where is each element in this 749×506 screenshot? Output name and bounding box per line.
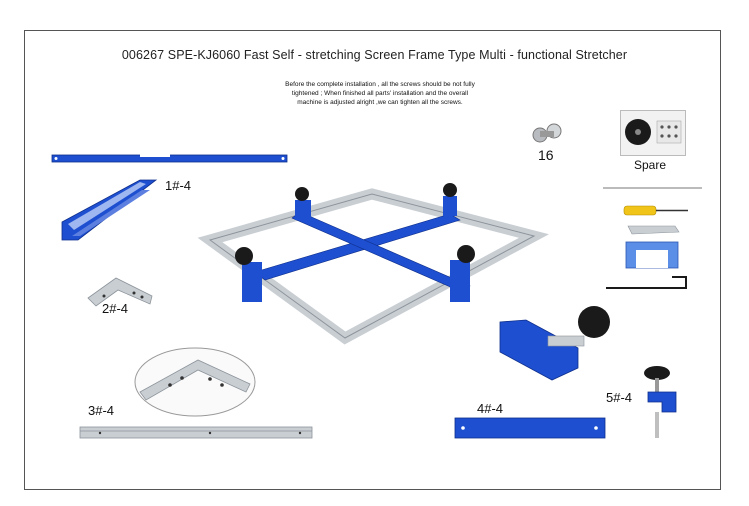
document-frame bbox=[24, 30, 721, 490]
label-part-1: 1#-4 bbox=[165, 178, 192, 193]
label-part-2: 2#-4 bbox=[102, 301, 129, 316]
screws-icon bbox=[532, 123, 562, 143]
note-line-3: machine is adjusted alright ,we can tigh… bbox=[297, 99, 463, 106]
tools-group bbox=[603, 187, 702, 289]
spare-parts-image bbox=[620, 110, 686, 156]
label-screws-count: 16 bbox=[538, 147, 554, 163]
document-title: 006267 SPE-KJ6060 Fast Self - stretching… bbox=[121, 48, 628, 62]
part-1-long-bar bbox=[51, 154, 288, 163]
part-4-clamp-detail bbox=[499, 306, 610, 381]
note-line-1: Before the complete installation , all t… bbox=[285, 81, 475, 88]
label-part-5: 5#-4 bbox=[606, 390, 633, 405]
label-part-4: 4#-4 bbox=[477, 401, 504, 416]
part-3-detail-view bbox=[134, 347, 256, 417]
installation-note: Before the complete installation , all t… bbox=[230, 80, 530, 107]
spare-parts-icon bbox=[625, 119, 682, 145]
part-1-blue-channel bbox=[61, 179, 158, 241]
part-5-clamp bbox=[644, 366, 677, 438]
label-part-3: 3#-4 bbox=[88, 403, 115, 418]
part-4-blue-bar bbox=[454, 417, 606, 439]
assembled-stretcher bbox=[197, 183, 549, 345]
note-line-2: tightened ; When finished all parts' ins… bbox=[291, 90, 469, 97]
part-2-corner-bracket bbox=[87, 277, 153, 307]
part-3-aluminum-rail bbox=[79, 426, 313, 439]
label-spare: Spare bbox=[634, 158, 667, 172]
